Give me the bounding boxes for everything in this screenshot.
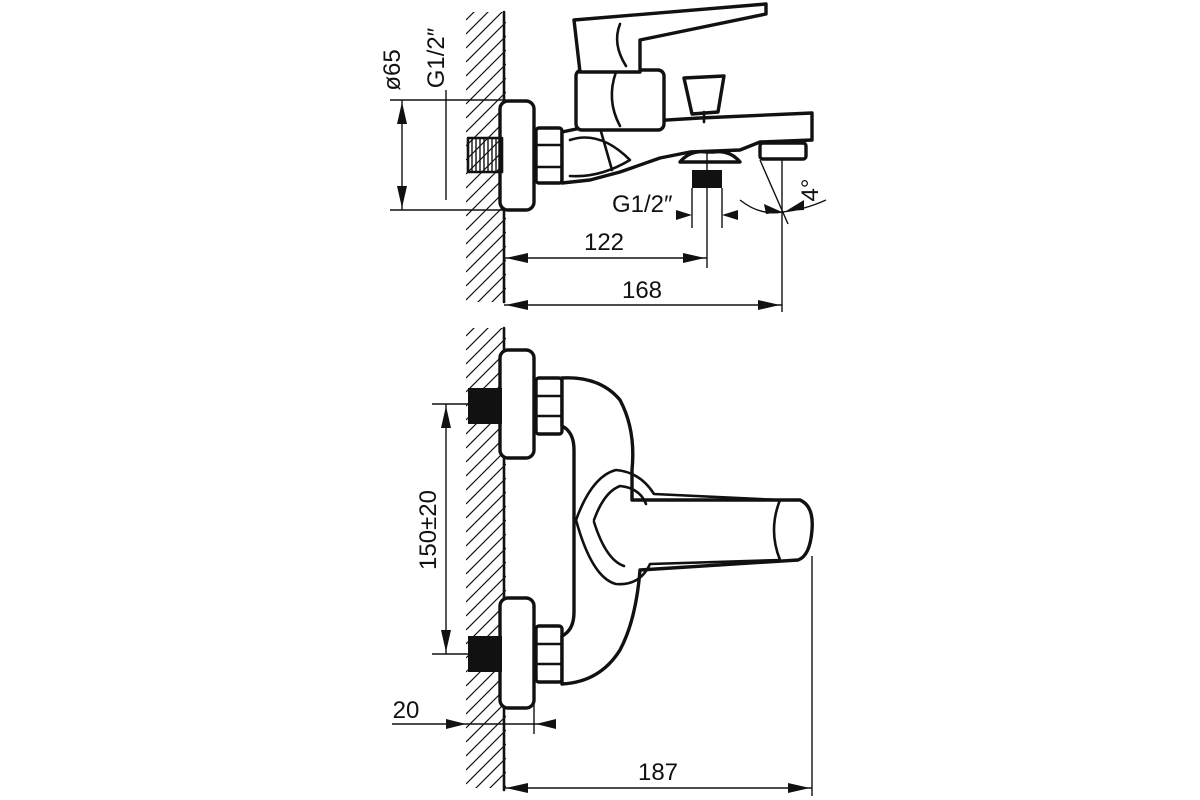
hatch-line <box>466 63 506 105</box>
hatch-line <box>466 463 506 505</box>
hatch-line <box>466 0 506 6</box>
hatch-line <box>466 12 503 49</box>
hatch-line <box>466 519 506 561</box>
dim-arrow <box>397 102 407 124</box>
hatch-line <box>466 49 506 91</box>
body-curve <box>568 136 632 178</box>
diverter-knob <box>682 74 726 116</box>
hatch-line <box>491 287 506 302</box>
mixer-body-plan <box>560 376 814 686</box>
hatch-line <box>466 231 506 273</box>
hatch-line <box>503 785 506 788</box>
thread-nipple <box>466 136 504 174</box>
hatch-line <box>466 21 506 63</box>
wall-hatch-bottom <box>466 268 506 788</box>
hatch-line <box>466 491 506 533</box>
thread-nipple-upper <box>468 388 502 424</box>
hatch-line <box>466 337 506 379</box>
dim-187-label: 187 <box>638 759 678 786</box>
hatch-line <box>466 91 506 133</box>
hatch-line <box>466 328 475 337</box>
hatch-line <box>466 449 506 491</box>
hatch-line <box>466 259 506 301</box>
hatch-line <box>466 217 506 259</box>
hatch-line <box>466 477 506 519</box>
top-view: 150±20 20 187 <box>392 268 814 796</box>
hatch-line <box>466 328 503 365</box>
hatch-line <box>466 282 506 322</box>
thread-top-label: G1/2″ <box>423 27 450 88</box>
diameter-label: ø65 <box>379 49 406 90</box>
thread-lines <box>471 138 501 172</box>
hatch-line <box>466 533 506 575</box>
hatch-line <box>466 12 475 21</box>
thread-outlet-label: G1/2″ <box>612 191 673 218</box>
dim-122-label: 122 <box>584 229 624 256</box>
hatch-line <box>466 12 489 35</box>
hatch-line <box>489 771 506 788</box>
hatch-line <box>466 547 506 589</box>
hatch-line <box>475 757 506 788</box>
hatch-line <box>466 268 506 308</box>
shower-outlet-base <box>678 150 742 164</box>
thread-nipple-lower <box>468 636 502 672</box>
hatch-line <box>466 328 489 351</box>
wall-centers-label: 150±20 <box>415 490 442 570</box>
hatch-line <box>466 35 506 77</box>
hatch-line <box>466 77 506 119</box>
dim-arrow <box>397 186 407 208</box>
lever-plan <box>574 468 782 586</box>
dim-20-label: 20 <box>393 697 420 724</box>
hatch-line <box>466 316 506 356</box>
lever-handle <box>572 2 768 74</box>
spout-outlet <box>758 141 808 161</box>
cartridge-column <box>574 68 666 132</box>
hatch-line <box>466 245 506 287</box>
hatch-line <box>477 273 506 302</box>
hatch-line <box>466 701 506 743</box>
hex-nut-upper <box>534 376 564 436</box>
hatch-line <box>466 743 506 785</box>
hatch-line <box>466 715 506 757</box>
dim-168-label: 168 <box>622 277 662 304</box>
hatch-line <box>505 301 506 302</box>
hatch-line <box>466 575 506 617</box>
escutcheon-upper <box>498 348 536 460</box>
hatch-line <box>466 561 506 603</box>
hatch-line <box>466 729 506 771</box>
escutcheon <box>498 99 536 212</box>
hatch-line <box>466 589 506 631</box>
angle-label: 4° <box>797 179 824 202</box>
hex-nut-lower <box>534 624 564 684</box>
escutcheon-lower <box>498 596 536 710</box>
hex-nut <box>534 126 564 185</box>
side-view: ø65 G1/2″ G1/2″ <box>379 0 827 356</box>
hatch-line <box>466 505 506 547</box>
